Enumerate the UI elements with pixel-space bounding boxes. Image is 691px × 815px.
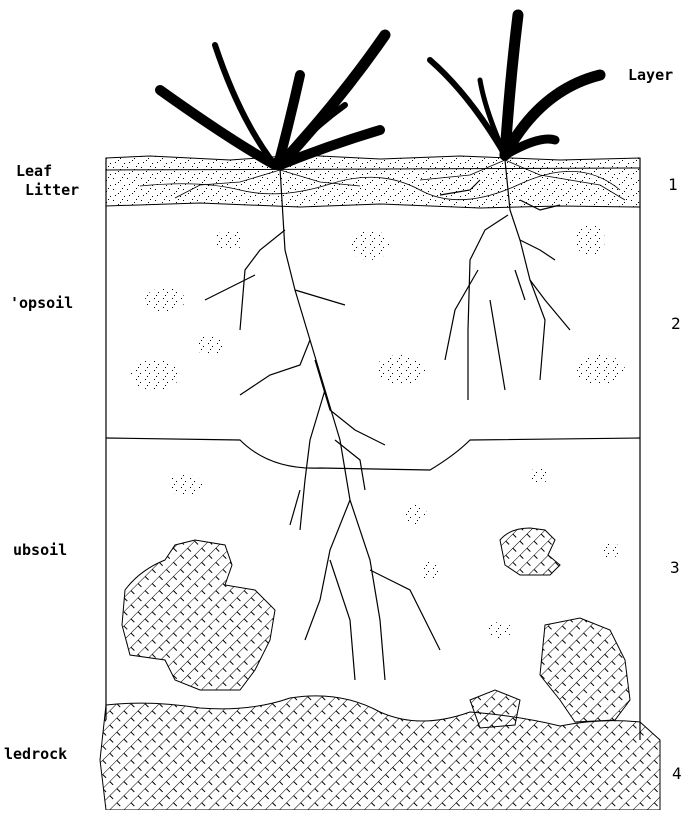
layer-3-number: 3	[670, 558, 680, 577]
layer-1-number: 1	[668, 175, 678, 194]
layer-4-number: 4	[672, 764, 682, 783]
rock-fragments	[122, 528, 630, 728]
plant-left-leaves	[160, 35, 385, 165]
layer-1-name-line2: Litter	[25, 181, 79, 199]
leaf-litter-layer	[106, 155, 640, 208]
layer-3-name: ubsoil	[13, 541, 67, 559]
plant-right-leaves	[430, 15, 600, 155]
layer-2-number: 2	[671, 314, 681, 333]
layer-2-name: 'opsoil	[10, 294, 73, 312]
layer-column-header: Layer	[628, 66, 673, 84]
layer-4-name: ledrock	[4, 745, 67, 763]
layer-1-name-line1: Leaf	[16, 162, 52, 180]
